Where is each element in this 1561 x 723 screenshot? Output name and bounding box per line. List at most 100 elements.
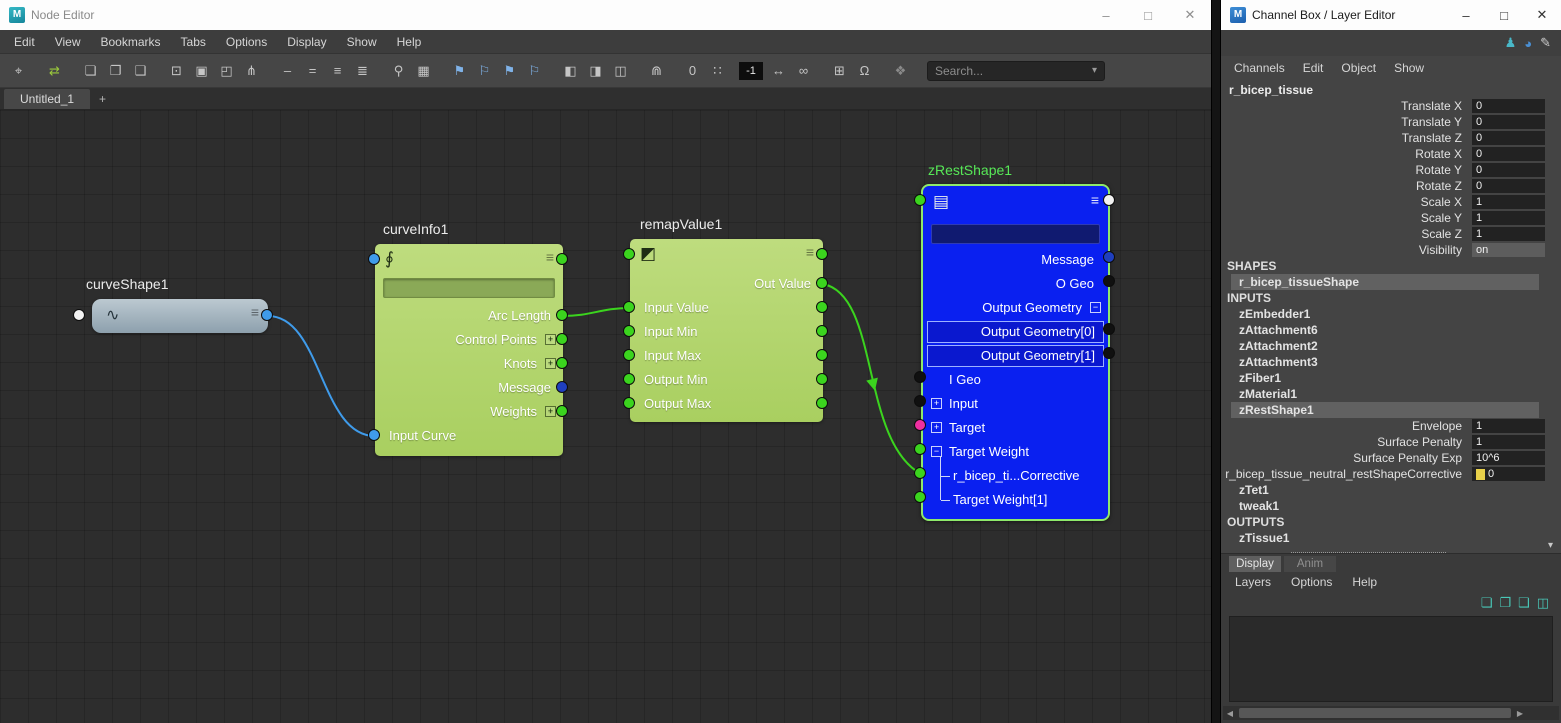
attr-i-geo[interactable]: I Geo [923, 368, 1108, 392]
input-node-item[interactable]: zTet1 [1221, 482, 1561, 498]
connection-port[interactable] [816, 397, 828, 409]
connection-port[interactable] [556, 309, 568, 321]
attr-restshape-corrective[interactable]: r_bicep_ti...Corrective [923, 464, 1108, 488]
maximize-button[interactable]: □ [1485, 0, 1523, 30]
node-remapValue1[interactable]: ◩ ≡ Out Value Input Value Input Min Inpu… [630, 239, 823, 422]
infinite-depth-icon[interactable]: ∞ [791, 58, 816, 83]
bookmark-add-icon[interactable]: ⚑ [447, 58, 472, 83]
default-traversal-icon[interactable]: 0 [680, 58, 705, 83]
expand-icon[interactable]: + [545, 334, 556, 345]
node-menu-icon[interactable]: ≡ [806, 244, 814, 260]
graph-add-output-icon[interactable]: ❑ [128, 58, 153, 83]
minimize-button[interactable]: – [1447, 0, 1485, 30]
lock-attributes-icon[interactable]: ⋒ [644, 58, 669, 83]
attr-input-curve[interactable]: Input Curve [375, 424, 563, 448]
attr-message[interactable]: Message [375, 376, 563, 400]
connection-port[interactable] [914, 194, 926, 206]
attr-weights[interactable]: Weights+ [375, 400, 563, 424]
new-empty-layer-icon[interactable]: ❑ [1518, 595, 1530, 611]
channel-value-field[interactable]: 0 [1472, 131, 1545, 145]
connection-port[interactable] [914, 419, 926, 431]
menu-item[interactable]: Bookmarks [90, 35, 170, 49]
connection-style-icon[interactable]: ❖ [888, 58, 913, 83]
node-menu-icon[interactable]: ≡ [1091, 192, 1099, 208]
channel-value-field[interactable]: 0 [1472, 163, 1545, 177]
attr-out-value[interactable]: Out Value [630, 272, 823, 296]
menu-item[interactable]: Display [277, 35, 336, 49]
attr-knots[interactable]: Knots+ [375, 352, 563, 376]
character-set-icon[interactable]: ♟ [1505, 35, 1517, 51]
channel-label[interactable]: Rotate X [1221, 147, 1472, 161]
connection-port[interactable] [1103, 347, 1115, 359]
attr-target[interactable]: +Target [923, 416, 1108, 440]
connection-port[interactable] [623, 373, 635, 385]
menu-item[interactable]: Channels [1225, 61, 1294, 75]
search-input[interactable]: Search... ▾ [927, 61, 1105, 81]
node-graph[interactable]: curveShape1 curveInfo1 remapValue1 zRest… [0, 110, 1211, 723]
node-name-field[interactable] [383, 278, 555, 298]
menu-item[interactable]: Options [216, 35, 277, 49]
bookmark-next-icon[interactable]: ⚐ [522, 58, 547, 83]
bookmark-previous-icon[interactable]: ⚑ [497, 58, 522, 83]
expand-icon[interactable]: + [545, 406, 556, 417]
bookmark-remove-icon[interactable]: ⚐ [472, 58, 497, 83]
connection-port[interactable] [556, 253, 568, 265]
channel-label[interactable]: Translate Y [1221, 115, 1472, 129]
channel-value-field[interactable]: 0 [1472, 179, 1545, 193]
node-swatch-display-icon[interactable]: ◨ [583, 58, 608, 83]
node-curveInfo1[interactable]: ∮ ≡ Arc Length Control Points+ Knots+ Me… [375, 244, 563, 456]
grid-display-icon[interactable]: ▦ [411, 58, 436, 83]
tab-untitled-1[interactable]: Untitled_1 [4, 89, 90, 109]
maximize-button[interactable]: □ [1127, 0, 1169, 30]
input-node-item[interactable]: tweak1 [1221, 498, 1561, 514]
attr-input-max[interactable]: Input Max [630, 344, 823, 368]
graph-add-input-icon[interactable]: ❐ [103, 58, 128, 83]
input-node-item[interactable]: zAttachment3 [1221, 354, 1561, 370]
channel-value-field[interactable]: 0 [1472, 99, 1545, 113]
channel-value-field[interactable]: 0 [1472, 147, 1545, 161]
connection-port[interactable] [623, 248, 635, 260]
attr-target-weight-1[interactable]: Target Weight[1] [923, 488, 1108, 512]
node-editor-titlebar[interactable]: M Node Editor – □ ✕ [0, 0, 1211, 30]
minimize-button[interactable]: – [1085, 0, 1127, 30]
attribute-label[interactable]: Envelope [1221, 419, 1472, 433]
attribute-value-field[interactable]: 1 [1472, 419, 1545, 433]
attr-message[interactable]: Message [923, 248, 1108, 272]
shape-item-selected[interactable]: r_bicep_tissueShape [1231, 274, 1539, 290]
tab-display[interactable]: Display [1229, 556, 1281, 572]
splitter-handle[interactable] [1221, 546, 1561, 553]
menu-item[interactable]: Options [1281, 575, 1342, 589]
channel-label[interactable]: Translate Z [1221, 131, 1472, 145]
attr-input-min[interactable]: Input Min [630, 320, 823, 344]
input-node-item[interactable]: zAttachment2 [1221, 338, 1561, 354]
connection-port[interactable] [914, 443, 926, 455]
attr-control-points[interactable]: Control Points+ [375, 328, 563, 352]
display-all-icon[interactable]: ≡ [325, 58, 350, 83]
add-tab-button[interactable]: + [90, 89, 115, 109]
expand-icon[interactable]: + [931, 422, 942, 433]
attr-o-geo[interactable]: O Geo [923, 272, 1108, 296]
edit-mode-icon[interactable]: ✎ [1540, 35, 1551, 51]
connection-port[interactable] [623, 325, 635, 337]
menu-item[interactable]: Show [1385, 61, 1433, 75]
input-node-item[interactable]: zFiber1 [1221, 370, 1561, 386]
attribute-label[interactable]: r_bicep_tissue_neutral_restShapeCorrecti… [1221, 467, 1472, 481]
connection-port[interactable] [556, 405, 568, 417]
channel-value-field[interactable]: 0 [1472, 115, 1545, 129]
connection-port[interactable] [816, 301, 828, 313]
channel-label[interactable]: Scale X [1221, 195, 1472, 209]
connection-port[interactable] [914, 467, 926, 479]
connection-port[interactable] [1103, 194, 1115, 206]
connection-port[interactable] [816, 373, 828, 385]
attribute-label[interactable]: Surface Penalty Exp [1221, 451, 1472, 465]
connection-port[interactable] [1103, 323, 1115, 335]
connection-port[interactable] [623, 349, 635, 361]
connection-port[interactable] [816, 277, 828, 289]
attr-output-geometry-0[interactable]: Output Geometry[0] [927, 321, 1104, 343]
close-button[interactable]: ✕ [1523, 0, 1561, 30]
attribute-value-field[interactable]: 10^6 [1472, 451, 1545, 465]
attribute-label[interactable]: Surface Penalty [1221, 435, 1472, 449]
sync-selection-icon[interactable]: ⇄ [42, 58, 67, 83]
input-node-item-selected[interactable]: zRestShape1 [1231, 402, 1539, 418]
attribute-value-field[interactable]: 1 [1472, 435, 1545, 449]
